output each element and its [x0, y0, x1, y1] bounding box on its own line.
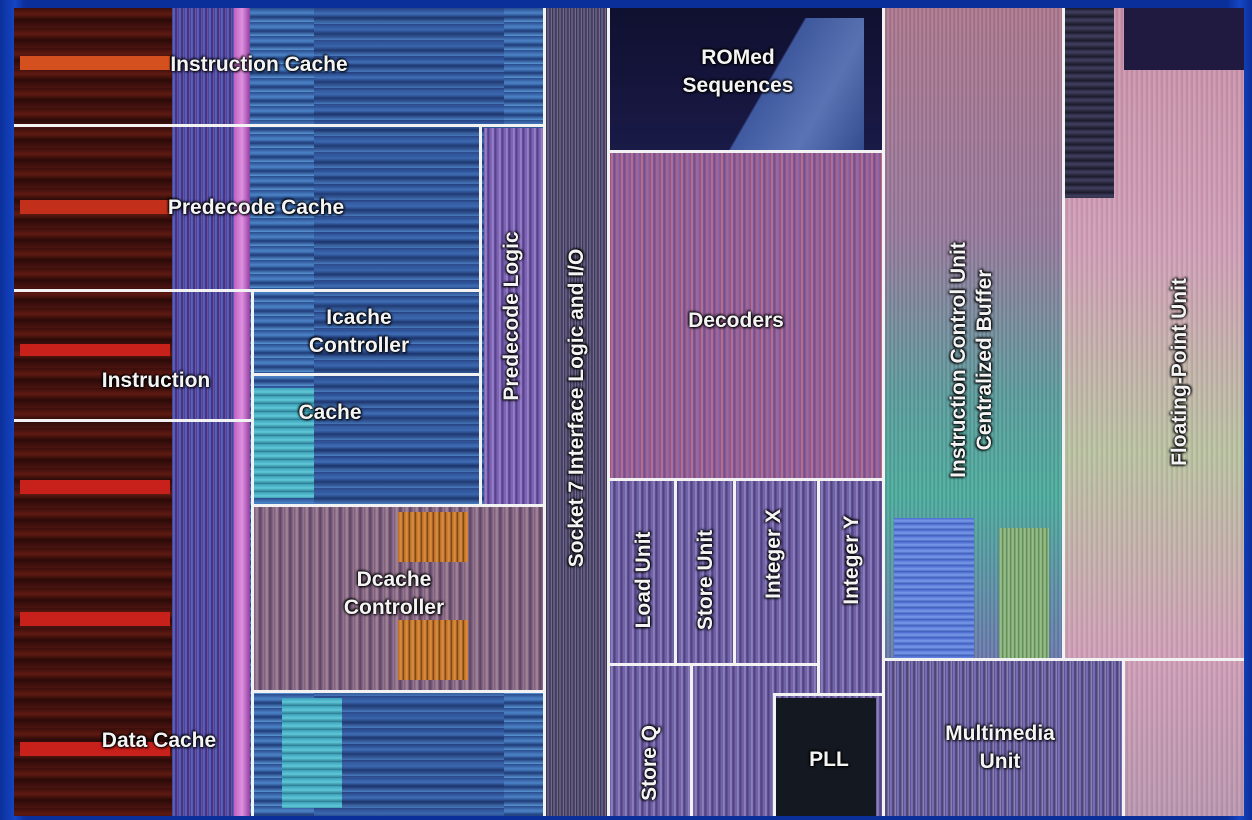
instruction-label: Instruction [101, 369, 211, 392]
fpu-dark-corner [1124, 8, 1244, 70]
store-unit-label: Store Unit [694, 529, 717, 631]
pll-dark [776, 698, 876, 816]
store-q-box [607, 663, 693, 816]
store-q-label: Store Q [638, 725, 661, 801]
icache-label-line1: Icache [326, 306, 392, 329]
cache-stripe [20, 480, 170, 494]
dcache-controller-label: Dcache Controller [344, 566, 444, 622]
icache-controller-label: Icache Controller [309, 304, 409, 360]
cache-array-cyan [254, 388, 314, 498]
socket7-texture [546, 8, 610, 816]
cpu-die-photo: Instruction Cache Predecode Cache Icache… [14, 8, 1244, 816]
dcache-orange-patch [398, 620, 468, 680]
romed-sequences-label: ROMed Sequences [683, 44, 794, 100]
load-unit-label: Load Unit [632, 531, 655, 629]
dcache-label-line2: Controller [343, 596, 445, 619]
romed-wedge [714, 18, 864, 150]
multimedia-box [882, 658, 1125, 816]
dcache-label-line1: Dcache [356, 568, 432, 591]
instruction-box [14, 289, 254, 422]
decoders-label: Decoders [688, 309, 784, 332]
magenta-strip [234, 8, 250, 816]
cache-box [251, 373, 482, 507]
dcache-orange-patch [398, 512, 468, 562]
icache-label-line2: Controller [308, 334, 410, 357]
integer-x-label: Integer X [762, 509, 785, 599]
pll-label: PLL [809, 748, 849, 771]
decoders-texture [610, 153, 882, 483]
instruction-cache-label: Instruction Cache [170, 53, 348, 76]
fpu-label: Floating-Point Unit [1168, 278, 1191, 466]
data-cache-label: Data Cache [101, 729, 217, 752]
icu-label: Instruction Control Unit Centralized Buf… [946, 242, 998, 478]
cache-stripe [20, 742, 170, 756]
predecode-logic-texture [484, 128, 546, 508]
fpu-dark-strip [1062, 8, 1114, 198]
romed-label-line1: ROMed [701, 46, 775, 69]
cache-stripe [20, 200, 170, 214]
multimedia-unit-label: Multimedia Unit [945, 720, 1055, 776]
cache-label: Cache [298, 401, 362, 424]
data-cache-box [14, 419, 254, 816]
multimedia-label-line2: Unit [979, 750, 1021, 773]
cache-stripe [20, 612, 170, 626]
cache-stripe [20, 56, 170, 70]
icu-label-line1: Instruction Control Unit [947, 242, 970, 478]
multimedia-label-line1: Multimedia [945, 722, 1055, 745]
romed-label-line2: Sequences [682, 74, 794, 97]
icu-green-array [999, 528, 1049, 658]
cache-array-red [14, 8, 172, 816]
cache-array-cyan [282, 698, 342, 808]
icu-blue-array [894, 518, 974, 658]
predecode-logic-label: Predecode Logic [500, 231, 523, 401]
icu-label-line2: Centralized Buffer [973, 269, 996, 451]
cache-stripe [20, 344, 170, 356]
integer-y-label: Integer Y [840, 515, 863, 605]
fpu-box [1062, 8, 1244, 661]
socket7-label: Socket 7 Interface Logic and I/O [565, 248, 588, 568]
multimedia-texture [882, 658, 1122, 816]
predecode-cache-label: Predecode Cache [167, 196, 345, 219]
